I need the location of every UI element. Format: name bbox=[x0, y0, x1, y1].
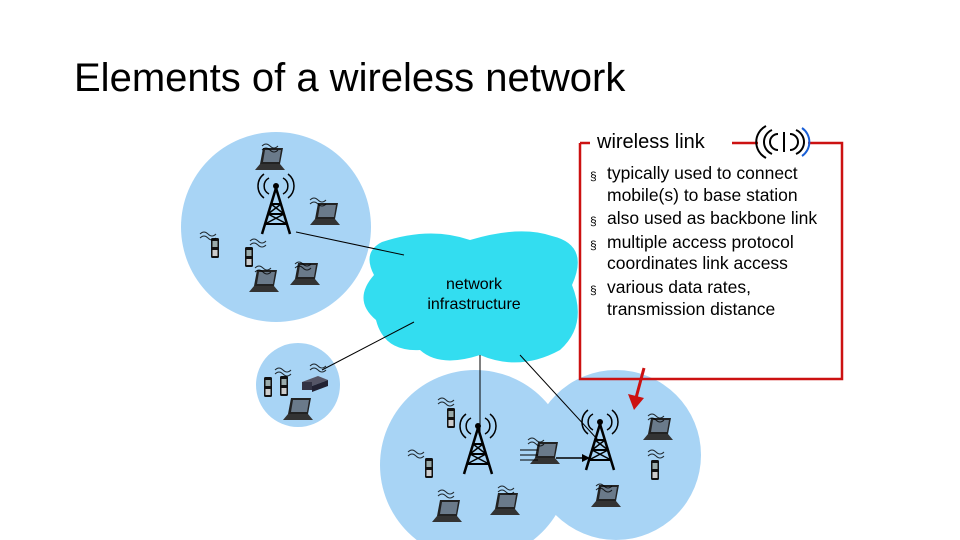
phone-icon bbox=[245, 247, 253, 267]
network-infrastructure-label: network infrastructure bbox=[404, 275, 544, 315]
bullet-item: § also used as backbone link bbox=[590, 208, 840, 230]
cloud-label-line1: network bbox=[445, 276, 503, 293]
bullet-text: various data rates, transmission distanc… bbox=[607, 276, 776, 319]
cell-bottom-middle bbox=[380, 370, 570, 540]
bullet-item: § multiple access protocol coordinates li… bbox=[590, 232, 840, 275]
wireless-link-icon bbox=[755, 125, 811, 159]
slide-title: Elements of a wireless network bbox=[74, 56, 626, 100]
bullet-item: § typically used to connect mobile(s) to … bbox=[590, 163, 840, 206]
bullet-item: § various data rates, transmission distan… bbox=[590, 277, 840, 320]
phone-icon bbox=[651, 460, 659, 480]
wire-to-tower-left bbox=[295, 231, 405, 256]
router-icon bbox=[302, 376, 328, 392]
cloud-label-line2: infrastructure bbox=[427, 296, 521, 313]
callout-pointer-arrow bbox=[628, 367, 646, 410]
wire-to-tower-right bbox=[519, 354, 599, 441]
wireless-link-callout-border bbox=[578, 141, 844, 381]
phone-icon bbox=[211, 238, 219, 258]
mobility-arrow bbox=[520, 449, 590, 462]
phone-icon bbox=[264, 377, 272, 397]
phone-icon bbox=[447, 408, 455, 428]
bullet-marker: § bbox=[590, 237, 597, 252]
bullet-marker: § bbox=[590, 169, 597, 183]
bullet-text: typically used to connect mobile(s) to b… bbox=[607, 163, 798, 205]
bullet-text: multiple access protocol coordinates lin… bbox=[607, 231, 794, 274]
wireless-link-bullets: § typically used to connect mobile(s) to … bbox=[590, 163, 840, 322]
bullet-text: also used as backbone link bbox=[607, 208, 818, 229]
network-infrastructure-cloud bbox=[363, 231, 578, 363]
wireless-link-label: wireless link bbox=[594, 131, 708, 154]
bullet-marker: § bbox=[590, 214, 597, 229]
cell-bottom-right bbox=[531, 370, 701, 540]
cell-small bbox=[256, 343, 340, 427]
cell-top-left bbox=[181, 132, 371, 322]
phone-icon bbox=[425, 458, 433, 478]
wire-to-router bbox=[321, 321, 415, 371]
phone-icon bbox=[280, 376, 288, 396]
bullet-marker: § bbox=[590, 282, 597, 297]
